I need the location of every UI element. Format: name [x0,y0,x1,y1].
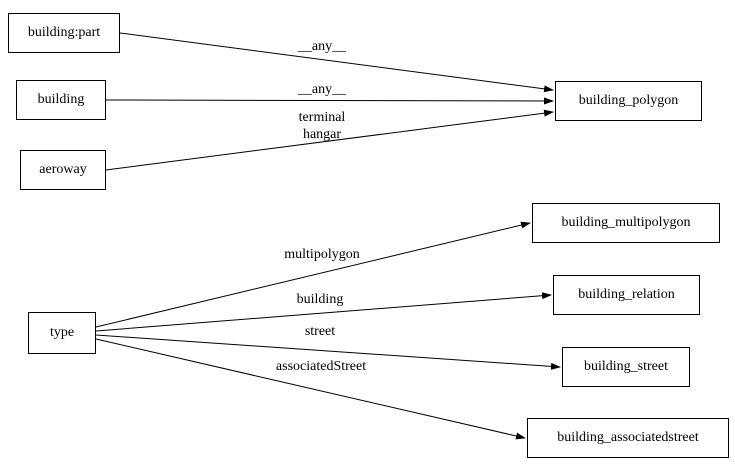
node-building_street: building_street [562,347,690,387]
node-building_polygon: building_polygon [555,81,702,121]
edge-label-building-to-building_polygon-0: __any__ [297,82,347,97]
edge-type-to-building_associatedstreet [95,338,526,440]
edge-label-type-to-building_associatedstreet-0: associatedStreet [276,359,366,374]
edge-label-type-to-building_multipolygon-0: multipolygon [284,247,359,262]
edge-label-aeroway-to-building_polygon-0: terminal [299,110,346,125]
node-aeroway: aeroway [20,150,106,190]
edge-type-to-building_street [95,334,561,370]
edge-label-aeroway-to-building_polygon-1: hangar [303,127,341,142]
edge-building_part-to-building_polygon [119,32,554,93]
edge-label-type-to-building_relation-0: building [297,292,344,307]
node-building_associatedstreet: building_associatedstreet [527,418,729,458]
edge-lines [95,32,561,440]
edge-label-type-to-building_street-0: street [305,324,335,339]
node-building_multipolygon: building_multipolygon [532,203,720,243]
edge-label-building_part-to-building_polygon-0: __any__ [297,39,347,54]
node-type: type [28,312,96,354]
edge-aeroway-to-building_polygon [105,109,554,171]
edge-building-to-building_polygon [105,97,554,105]
edge-type-to-building_relation [95,292,552,332]
edge-labels: __any__ __any__ terminal hangar multipolygon… [276,39,366,374]
node-building: building [16,80,106,120]
node-building_part: building:part [8,13,120,53]
edge-type-to-building_multipolygon [95,221,531,328]
node-building_relation: building_relation [553,275,700,315]
